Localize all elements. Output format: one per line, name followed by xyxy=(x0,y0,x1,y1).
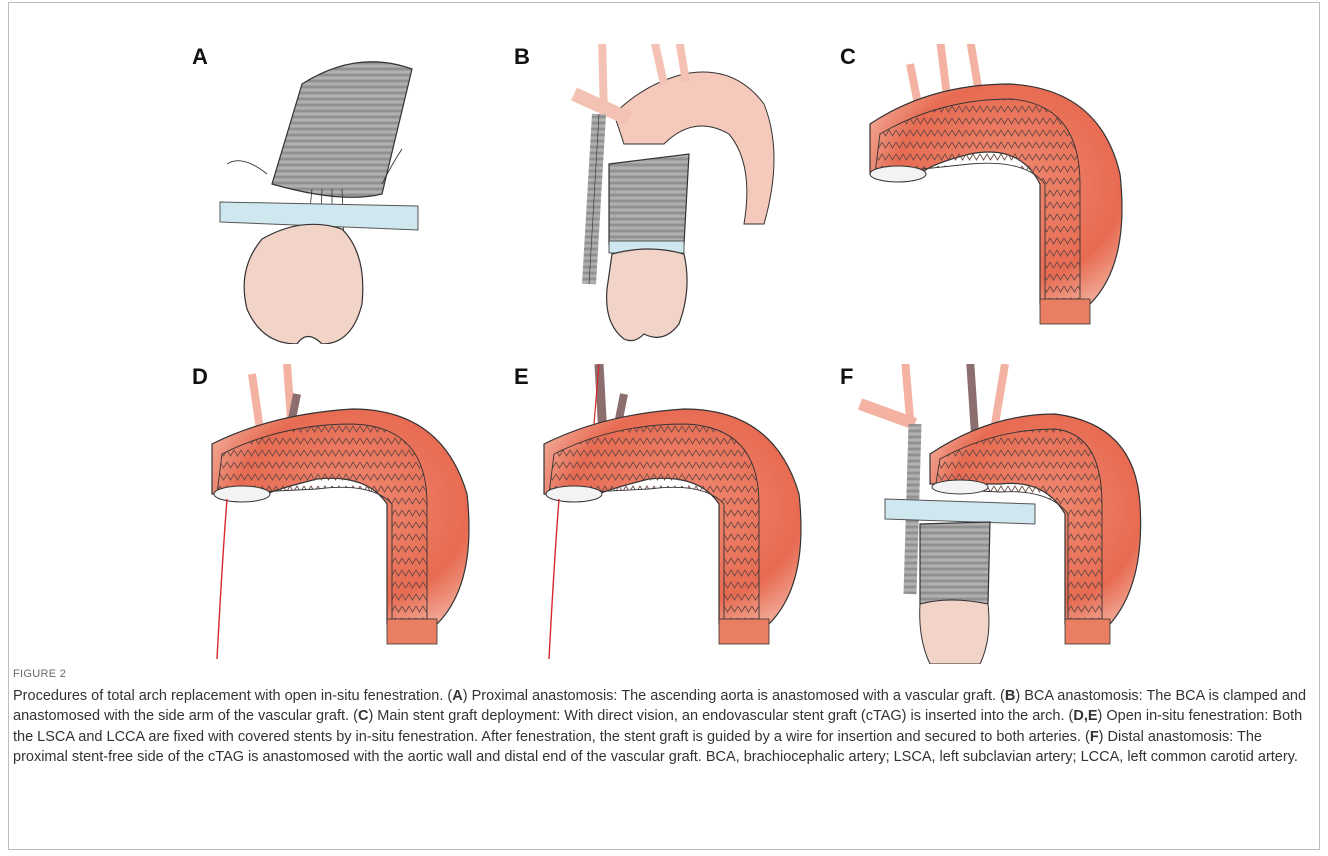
panel-b: B xyxy=(514,44,844,344)
panel-c: C xyxy=(840,44,1170,344)
distal-anastomosis-illustration xyxy=(840,364,1170,664)
panel-d: D xyxy=(192,364,522,664)
figure-label: FIGURE 2 xyxy=(13,668,66,680)
caption-label-a: A xyxy=(452,688,462,704)
caption-text-a: ) Proximal anastomosis: The ascending ao… xyxy=(463,688,1005,704)
fenestration-lcca-illustration xyxy=(514,364,844,664)
panel-a: A xyxy=(192,44,522,344)
caption-label-b: B xyxy=(1005,688,1015,704)
panel-e: E xyxy=(514,364,844,664)
caption-intro: Procedures of total arch replacement wit… xyxy=(13,688,452,704)
stent-graft-deployment-illustration xyxy=(840,44,1170,344)
caption-label-de: D,E xyxy=(1073,708,1097,724)
caption-text-c: ) Main stent graft deployment: With dire… xyxy=(368,708,1073,724)
bca-anastomosis-illustration xyxy=(514,44,844,344)
caption-label-c: C xyxy=(358,708,368,724)
proximal-anastomosis-illustration xyxy=(192,44,522,344)
panel-f: F xyxy=(840,364,1170,664)
fenestration-lsca-illustration xyxy=(192,364,522,664)
figure-caption: Procedures of total arch replacement wit… xyxy=(13,686,1309,767)
caption-label-f: F xyxy=(1090,729,1099,745)
